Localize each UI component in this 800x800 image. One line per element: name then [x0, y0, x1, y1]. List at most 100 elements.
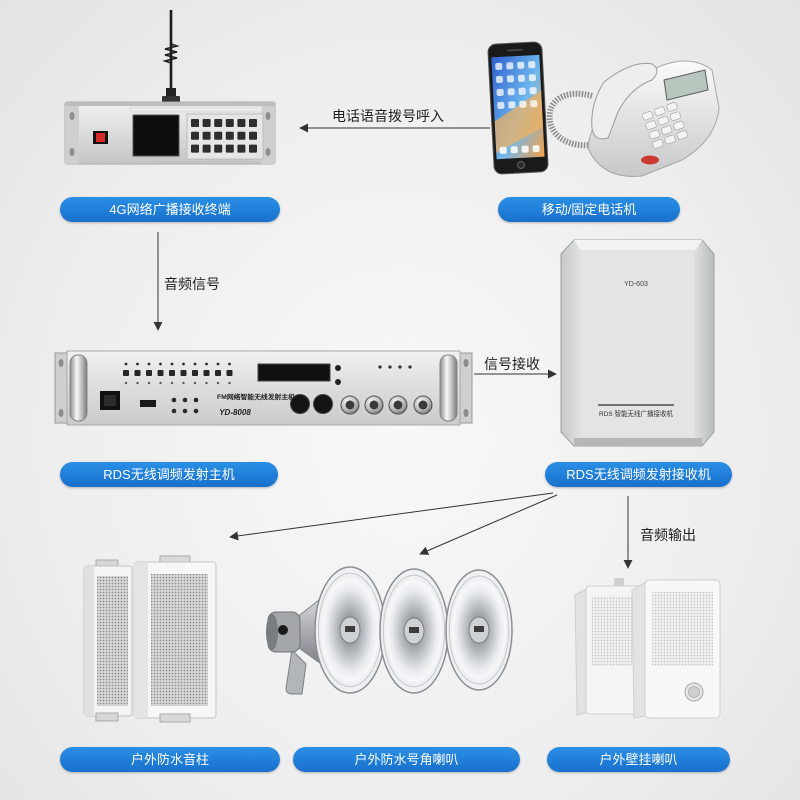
column-speaker-grille [97, 576, 128, 706]
app-icon [497, 101, 505, 109]
flow-arrows [153, 123, 633, 569]
desk-phone-keypad [641, 102, 688, 149]
desk-phone-handset [591, 62, 658, 140]
app-icon [517, 61, 525, 69]
horn-bell-badge [409, 627, 419, 633]
terminal-right-ear [261, 106, 275, 164]
indicator-led [182, 381, 185, 385]
label-wall-speaker: 户外壁挂喇叭 [547, 747, 730, 772]
desk-phone-key [654, 106, 666, 117]
indicator-led [228, 381, 231, 385]
app-icon [530, 100, 538, 108]
app-icon [506, 62, 514, 70]
horn-bell [445, 569, 513, 691]
preset-button [215, 370, 221, 376]
ear-hole [265, 112, 271, 120]
app-icon [517, 74, 526, 82]
antenna-coil [162, 43, 180, 64]
preset-button [203, 370, 210, 376]
app-icon [506, 75, 515, 83]
indicator-led [216, 381, 220, 385]
horn-driver-terminal [278, 625, 288, 635]
preset-button [123, 370, 129, 376]
desk-phone-key [669, 111, 682, 121]
horn-bell-ring [382, 574, 446, 688]
preset-button [146, 370, 152, 376]
terminal-title-strip [129, 106, 263, 113]
ear-hole [463, 409, 469, 417]
wall-speaker-port-inner [688, 686, 700, 698]
desk-phone-key [673, 120, 685, 131]
status-led [398, 365, 402, 369]
media-button [182, 397, 188, 403]
indicator-led [193, 362, 197, 366]
dock-icon [532, 145, 540, 153]
label-receiver-terminal: 4G网络广播接收终端 [60, 197, 280, 222]
host-volume-knob-center [369, 400, 379, 410]
desk-phone-key [666, 102, 678, 112]
horn-speakers [266, 566, 513, 695]
terminal-left-ear [65, 106, 79, 164]
app-icon [507, 88, 515, 96]
keypad-key [191, 144, 199, 153]
label-horn-speaker: 户外防水号角喇叭 [293, 747, 520, 772]
media-button [171, 397, 177, 403]
preset-button [192, 370, 198, 376]
keypad-key [237, 144, 246, 153]
ear-hole [58, 359, 64, 367]
wall-speaker-front-unit [631, 579, 721, 719]
receiver-cabinet-front [582, 250, 694, 438]
desk-phone-key [664, 134, 676, 145]
app-icon [519, 100, 527, 108]
desk-phone-key [645, 120, 657, 130]
indicator-led [170, 362, 174, 366]
host-volume-knob-center [345, 400, 355, 410]
host-usb-port [140, 400, 156, 407]
wall-speaker-side [631, 581, 647, 719]
dock-icon [521, 145, 529, 153]
keypad-key [191, 131, 199, 140]
host-left-handle [69, 354, 88, 422]
horn-mount-bracket [285, 648, 307, 695]
keypad-key [237, 119, 246, 127]
dock-icon [510, 146, 518, 154]
app-icon [518, 87, 526, 95]
indicator-led [159, 381, 162, 385]
wall-speakers [574, 578, 721, 719]
column-speakers [83, 555, 217, 723]
label-column-speaker: 户外防水音柱 [60, 747, 280, 772]
host-frequency-display [257, 363, 331, 382]
keypad-key [225, 119, 234, 127]
desk-phone-key [676, 130, 688, 140]
media-button [171, 408, 177, 414]
column-speaker-grille [151, 574, 208, 706]
keypad-key [214, 119, 223, 127]
column-speaker-side [134, 562, 148, 718]
app-icon [508, 101, 516, 109]
indicator-led [170, 381, 174, 385]
app-icon [528, 61, 536, 69]
label-phones: 移动/固定电话机 [498, 197, 680, 222]
host-black-knob [290, 394, 310, 414]
indicator-led [147, 381, 151, 385]
desk-phone-display [663, 69, 709, 101]
app-icon [495, 62, 503, 71]
receiver-cabinet-top-bevel [574, 240, 702, 250]
flow-label-audio-signal: 音频信号 [164, 276, 220, 292]
desk-phone-key [641, 111, 654, 121]
wall-speaker-rear [574, 578, 647, 716]
app-icon [496, 88, 504, 96]
terminal-display [132, 114, 180, 157]
flow-label-audio-output: 音频输出 [640, 527, 696, 543]
mobile-phone-icon [487, 41, 549, 175]
terminal-top-edge [65, 102, 275, 106]
rds-transmitter-host: FM网络智能无线发射主机 YD-8008 [54, 350, 473, 426]
phone-cord [546, 90, 605, 149]
arrow-receiver-to-column-speakers [229, 492, 554, 541]
keypad-key [249, 144, 257, 153]
ear-hole [265, 148, 271, 156]
host-volume-knob-center [418, 400, 428, 410]
media-button [182, 408, 188, 414]
host-model-label: YD-8008 [219, 408, 251, 417]
